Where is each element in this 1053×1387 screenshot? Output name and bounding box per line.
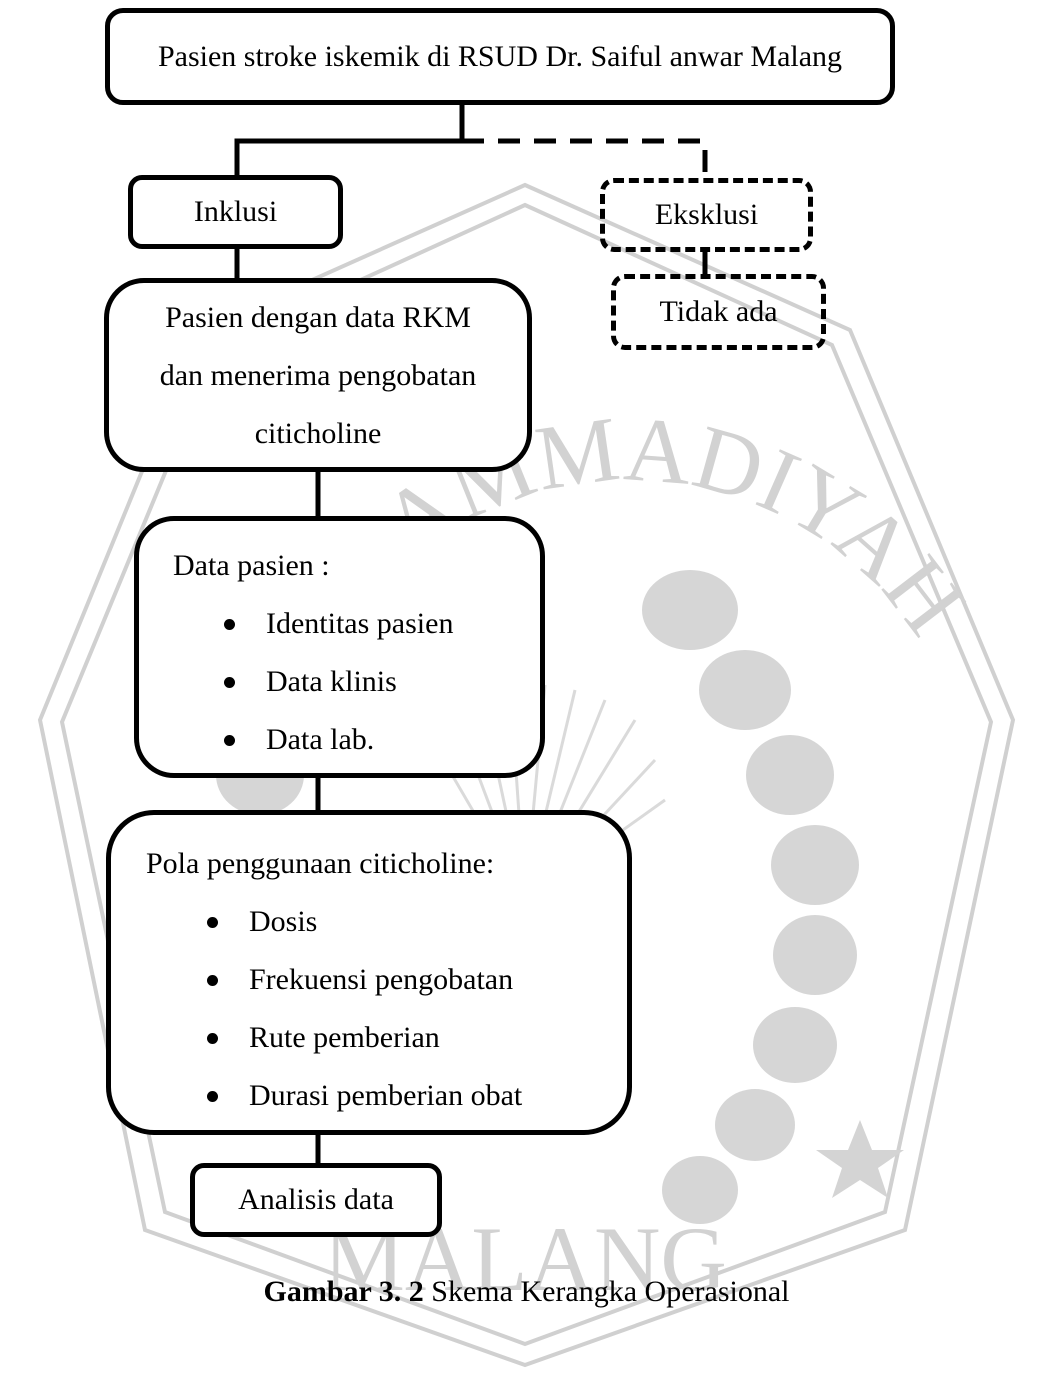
analysis-label: Analisis data xyxy=(238,1183,394,1216)
figure-caption: Gambar 3. 2 Skema Kerangka Operasional xyxy=(0,1275,1053,1309)
selection-line-3: citicholine xyxy=(254,417,382,450)
list-item: Rute pemberian xyxy=(206,1023,522,1053)
list-item: Durasi pemberian obat xyxy=(206,1079,523,1112)
list-item: Frekuensi pengobatan xyxy=(206,965,522,995)
list-item: Identitas pasien xyxy=(223,607,454,640)
exclusion-result-label: Tidak ada xyxy=(659,295,778,328)
connector-population-inclusion xyxy=(234,104,465,177)
exclusion-box: Eksklusi xyxy=(600,178,813,252)
caption-text: Skema Kerangka Operasional xyxy=(423,1275,790,1308)
analysis-box: Analisis data xyxy=(190,1163,442,1237)
list-item: Data klinis xyxy=(223,667,453,697)
selection-line-1: Pasien dengan data RKM xyxy=(165,301,471,334)
usage-pattern-list: Dosis Frekuensi pengobatan Rute pemberia… xyxy=(206,907,523,1112)
inclusion-box: Inklusi xyxy=(128,175,343,249)
connector-population-exclusion xyxy=(462,138,708,180)
exclusion-result-box: Tidak ada xyxy=(611,274,826,350)
list-item: Data lab. xyxy=(223,725,453,755)
population-label: Pasien stroke iskemik di RSUD Dr. Saiful… xyxy=(157,39,843,73)
patient-data-box: Data pasien : Identitas pasien Data klin… xyxy=(134,516,545,778)
usage-pattern-box: Pola penggunaan citicholine: Dosis Freku… xyxy=(106,810,632,1135)
inclusion-label: Inklusi xyxy=(193,195,278,228)
caption-label: Gambar 3. 2 xyxy=(263,1275,424,1308)
patient-data-title: Data pasien : xyxy=(173,549,330,582)
selection-box: Pasien dengan data RKM dan menerima peng… xyxy=(104,278,532,472)
list-item: Dosis xyxy=(206,907,522,937)
patient-data-list: Identitas pasien Data klinis Data lab. xyxy=(223,607,454,755)
usage-pattern-title: Pola penggunaan citicholine: xyxy=(146,847,495,880)
selection-line-2: dan menerima pengobatan xyxy=(159,359,477,392)
exclusion-label: Eksklusi xyxy=(654,198,759,231)
population-box: Pasien stroke iskemik di RSUD Dr. Saiful… xyxy=(105,8,895,105)
